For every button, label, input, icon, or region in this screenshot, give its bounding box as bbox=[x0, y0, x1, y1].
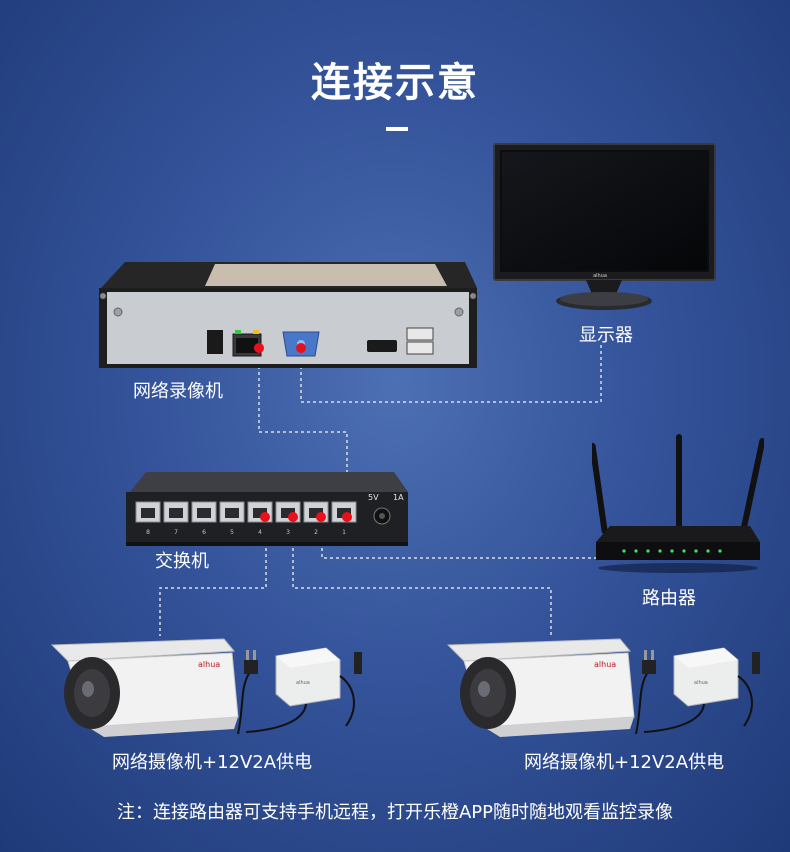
switch-port-label: 8 bbox=[146, 529, 150, 536]
switch-port-label: 3 bbox=[286, 529, 290, 536]
switch-port-dot bbox=[342, 512, 352, 522]
camera-left-image: alhua bbox=[48, 637, 244, 739]
nvr-label: 网络录像机 bbox=[133, 377, 223, 403]
switch-label: 交换机 bbox=[155, 547, 209, 573]
switch-image: 8 7 6 5 4 3 2 1 5V 1A bbox=[118, 470, 412, 550]
router-image bbox=[592, 430, 764, 578]
nvr-image bbox=[95, 260, 480, 370]
switch-port-label: 6 bbox=[202, 529, 206, 536]
switch-port-dot bbox=[316, 512, 326, 522]
switch-power-label: 5V bbox=[368, 493, 379, 502]
switch-current-label: 1A bbox=[393, 493, 404, 502]
camera-brand-text: alhua bbox=[594, 660, 616, 669]
switch-port-label: 2 bbox=[314, 529, 318, 536]
camera-right-image: alhua bbox=[444, 637, 640, 739]
monitor-image: alhua bbox=[490, 142, 718, 314]
adapter-brand-text: alhua bbox=[694, 680, 708, 686]
switch-port-label: 4 bbox=[258, 529, 262, 536]
switch-port-label: 7 bbox=[174, 529, 178, 536]
router-label: 路由器 bbox=[642, 584, 696, 610]
camera-left-label: 网络摄像机+12V2A供电 bbox=[112, 748, 312, 774]
camera-brand-text: alhua bbox=[198, 660, 220, 669]
switch-port-dot bbox=[288, 512, 298, 522]
footnote: 注：连接路由器可支持手机远程，打开乐橙APP随时随地观看监控录像 bbox=[0, 798, 790, 824]
switch-port-label: 1 bbox=[342, 529, 346, 536]
power-adapter-left-image: alhua bbox=[236, 646, 370, 738]
switch-port-label: 5 bbox=[230, 529, 234, 536]
camera-right-label: 网络摄像机+12V2A供电 bbox=[524, 748, 724, 774]
adapter-brand-text: alhua bbox=[296, 680, 310, 686]
monitor-brand-text: alhua bbox=[593, 273, 607, 279]
monitor-label: 显示器 bbox=[579, 321, 633, 347]
power-adapter-right-image: alhua bbox=[634, 646, 768, 738]
nvr-port-dot bbox=[254, 343, 264, 353]
switch-port-dot bbox=[260, 512, 270, 522]
nvr-vga-dot bbox=[296, 343, 306, 353]
